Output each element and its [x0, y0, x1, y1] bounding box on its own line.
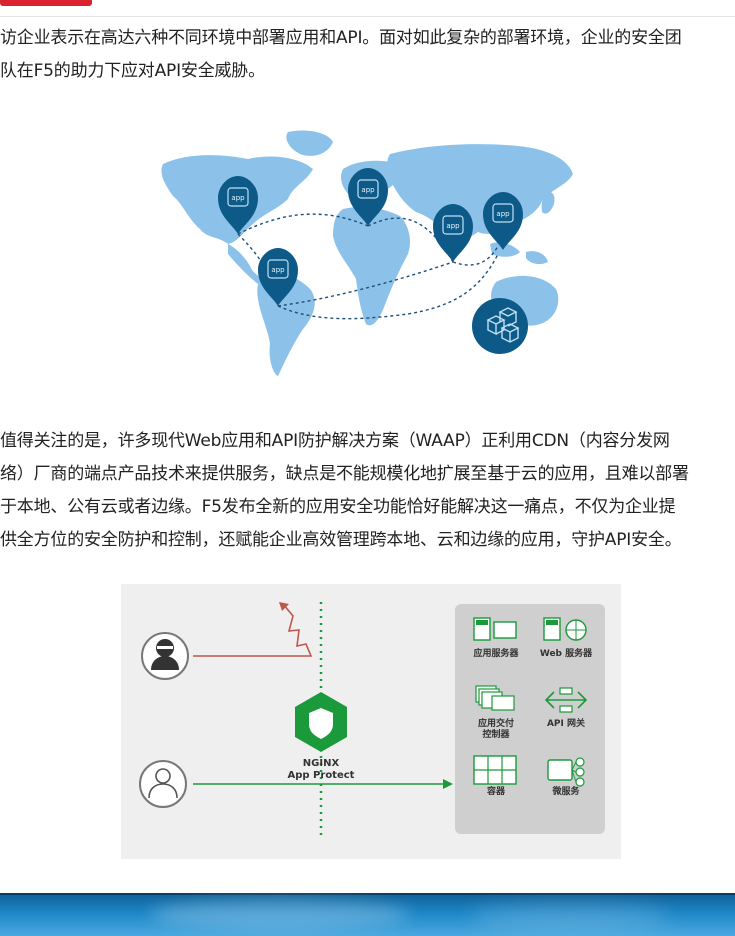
text-line: 于本地、公有云或者边缘。F5发布全新的应用安全功能恰好能解决这一痛点，不仅为企业… [0, 497, 676, 517]
nginx-shield-icon [295, 692, 347, 752]
intro-paragraph: 访企业表示在高达六种不同环境中部署应用和API。面对如此复杂的部署环境，企业的安… [0, 22, 735, 88]
app-pin-icon: app [218, 176, 258, 234]
top-header-bar [0, 0, 735, 17]
target-label: 应用交付 [478, 717, 514, 729]
nginx-label: NGINX [303, 758, 340, 769]
target-label: API 网关 [547, 717, 585, 729]
api-gateway-icon: API 网关 [544, 687, 588, 729]
banner-top-border [0, 893, 735, 895]
target-label: 微服务 [551, 785, 580, 797]
text-line: 队在F5的助力下应对API安全威胁。 [0, 61, 265, 81]
text-line: 供全方位的安全防护和控制，还赋能企业高效管理跨本地、云和边缘的应用，守护API安… [0, 530, 682, 550]
app-pins: app app app app app [218, 168, 523, 306]
header-logo-fragment [0, 0, 92, 6]
user-icon [139, 760, 187, 808]
container-icon: 容器 [473, 755, 517, 797]
microservice-icon: 微服务 [547, 757, 585, 797]
app-server-icon: 应用服务器 [473, 617, 519, 659]
attacker-icon [141, 632, 189, 680]
pin-label: app [231, 194, 245, 202]
banner-highlight [470, 903, 670, 929]
app-protect-label: App Protect [288, 770, 355, 781]
app-pin-icon: app [258, 248, 298, 306]
text-line: 络）厂商的端点产品技术来提供服务，缺点是不能规模化地扩展至基于云的应用，且难以部… [0, 464, 689, 484]
target-label: 容器 [486, 785, 506, 797]
app-pin-icon: app [433, 204, 473, 262]
banner-highlight [150, 899, 410, 929]
web-server-icon: Web 服务器 [540, 617, 593, 659]
pin-label: app [271, 266, 285, 274]
bottom-banner-image [0, 893, 735, 936]
blocked-threat-path [193, 603, 313, 657]
app-pin-icon: app [483, 192, 523, 250]
target-label: 应用服务器 [473, 647, 519, 659]
app-pin-icon: app [348, 168, 388, 226]
pin-label: app [361, 186, 375, 194]
target-label: 控制器 [482, 728, 510, 740]
target-label: Web 服务器 [540, 647, 593, 659]
text-line: 访企业表示在高达六种不同环境中部署应用和API。面对如此复杂的部署环境，企业的安… [0, 28, 682, 48]
cube-badge-icon [472, 298, 528, 354]
text-line: 值得关注的是，许多现代Web应用和API防护解决方案（WAAP）正利用CDN（内… [0, 431, 670, 451]
threat-arrow-head [279, 602, 289, 611]
pin-label: app [446, 222, 460, 230]
world-map-landmass [161, 130, 573, 376]
world-map-figure: app app app app app [161, 130, 573, 376]
body-paragraph: 值得关注的是，许多现代Web应用和API防护解决方案（WAAP）正利用CDN（内… [0, 425, 735, 557]
traffic-arrow-head [443, 779, 453, 789]
pin-label: app [496, 210, 510, 218]
